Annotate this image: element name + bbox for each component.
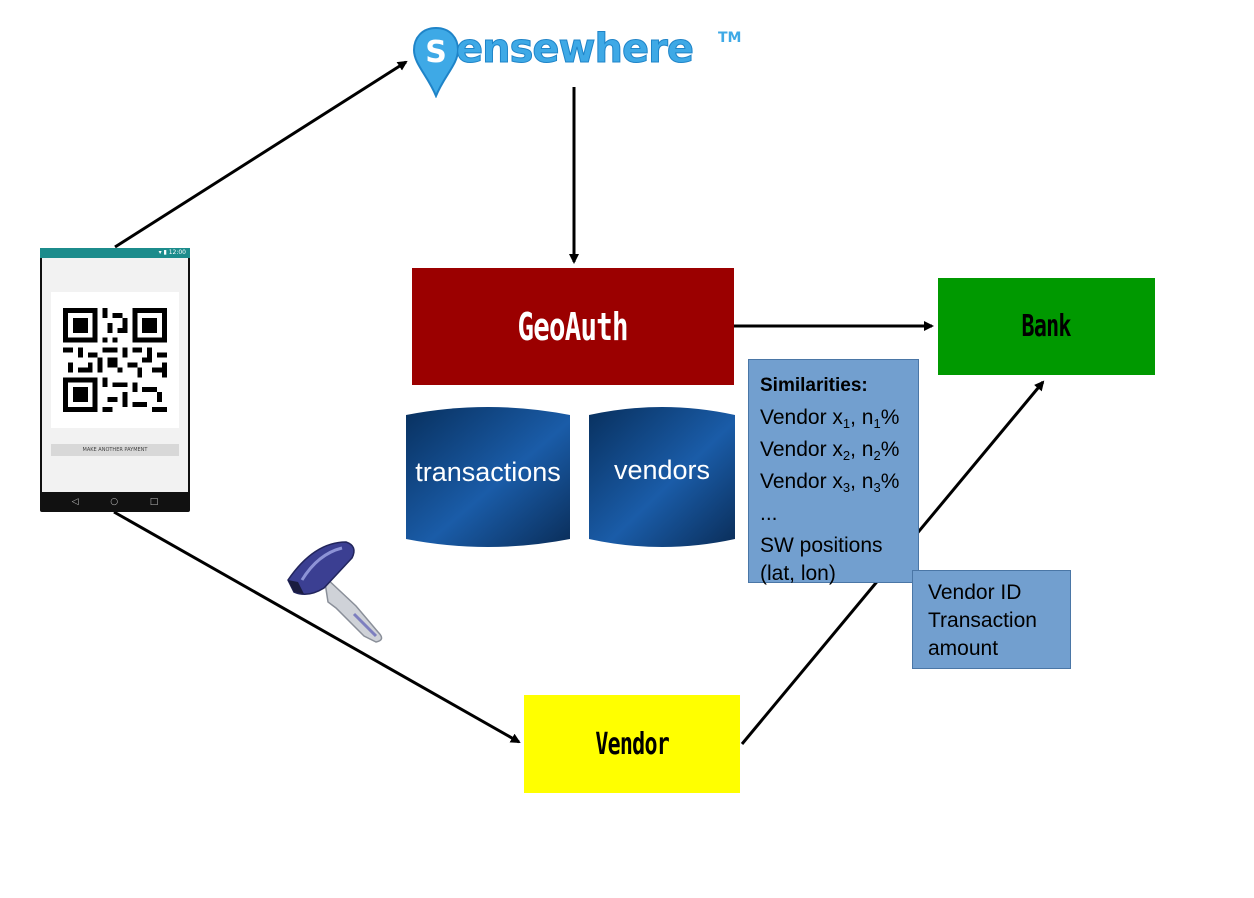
sw-positions-line: SW positions [760, 534, 883, 557]
vendors-label: vendors [613, 455, 711, 485]
transactions-database: transactions [406, 405, 570, 549]
phone-status-bar: ▾ ▮ 12:00 [40, 248, 190, 258]
trademark-mark: TM [718, 30, 742, 46]
bank-box: Bank [938, 278, 1155, 375]
qr-code-icon [63, 308, 167, 412]
lat-lon-line: (lat, lon) [760, 562, 836, 585]
geoauth-box: GeoAuth [412, 268, 734, 385]
arrow-phone-to-vendor [113, 510, 521, 744]
transactions-label: transactions [415, 457, 561, 487]
geoauth-label: GeoAuth [517, 304, 629, 349]
similarities-info-box: Similarities: Vendor x1, n1% Vendor x2, … [748, 359, 919, 585]
recents-icon[interactable]: □ [149, 497, 159, 507]
back-icon[interactable]: ◁ [71, 497, 79, 507]
vendor-id-line: Vendor ID [928, 581, 1022, 604]
similarity-ellipsis: ... [760, 502, 778, 525]
bank-label: Bank [1021, 309, 1072, 344]
amount-line: amount [928, 637, 999, 660]
smartphone: ▾ ▮ 12:00 [40, 248, 190, 512]
vendors-database: vendors [589, 405, 735, 549]
vendor-box: Vendor [524, 695, 740, 793]
similarities-title: Similarities: [760, 375, 868, 396]
make-another-payment-button[interactable]: MAKE ANOTHER PAYMENT [51, 444, 179, 456]
barcode-scanner-icon [287, 541, 383, 643]
location-pin-icon: S [412, 26, 460, 98]
phone-screen: MAKE ANOTHER PAYMENT [42, 258, 188, 492]
transaction-line: Transaction [928, 609, 1037, 632]
similarity-line-2: Vendor x2, n2% [760, 438, 900, 463]
phone-nav-bar: ◁ ○ □ [40, 492, 190, 512]
similarity-line-3: Vendor x3, n3% [760, 470, 900, 495]
arrow-phone-to-sensewhere [114, 60, 408, 249]
similarity-line-1: Vendor x1, n1% [760, 406, 900, 431]
vendor-info-box: Vendor ID Transaction amount [912, 570, 1071, 669]
qr-card [51, 292, 179, 428]
sensewhere-logo-text: ensewhere [456, 26, 695, 73]
vendor-label: Vendor [595, 726, 669, 762]
home-icon[interactable]: ○ [110, 497, 119, 507]
svg-text:S: S [425, 35, 447, 70]
